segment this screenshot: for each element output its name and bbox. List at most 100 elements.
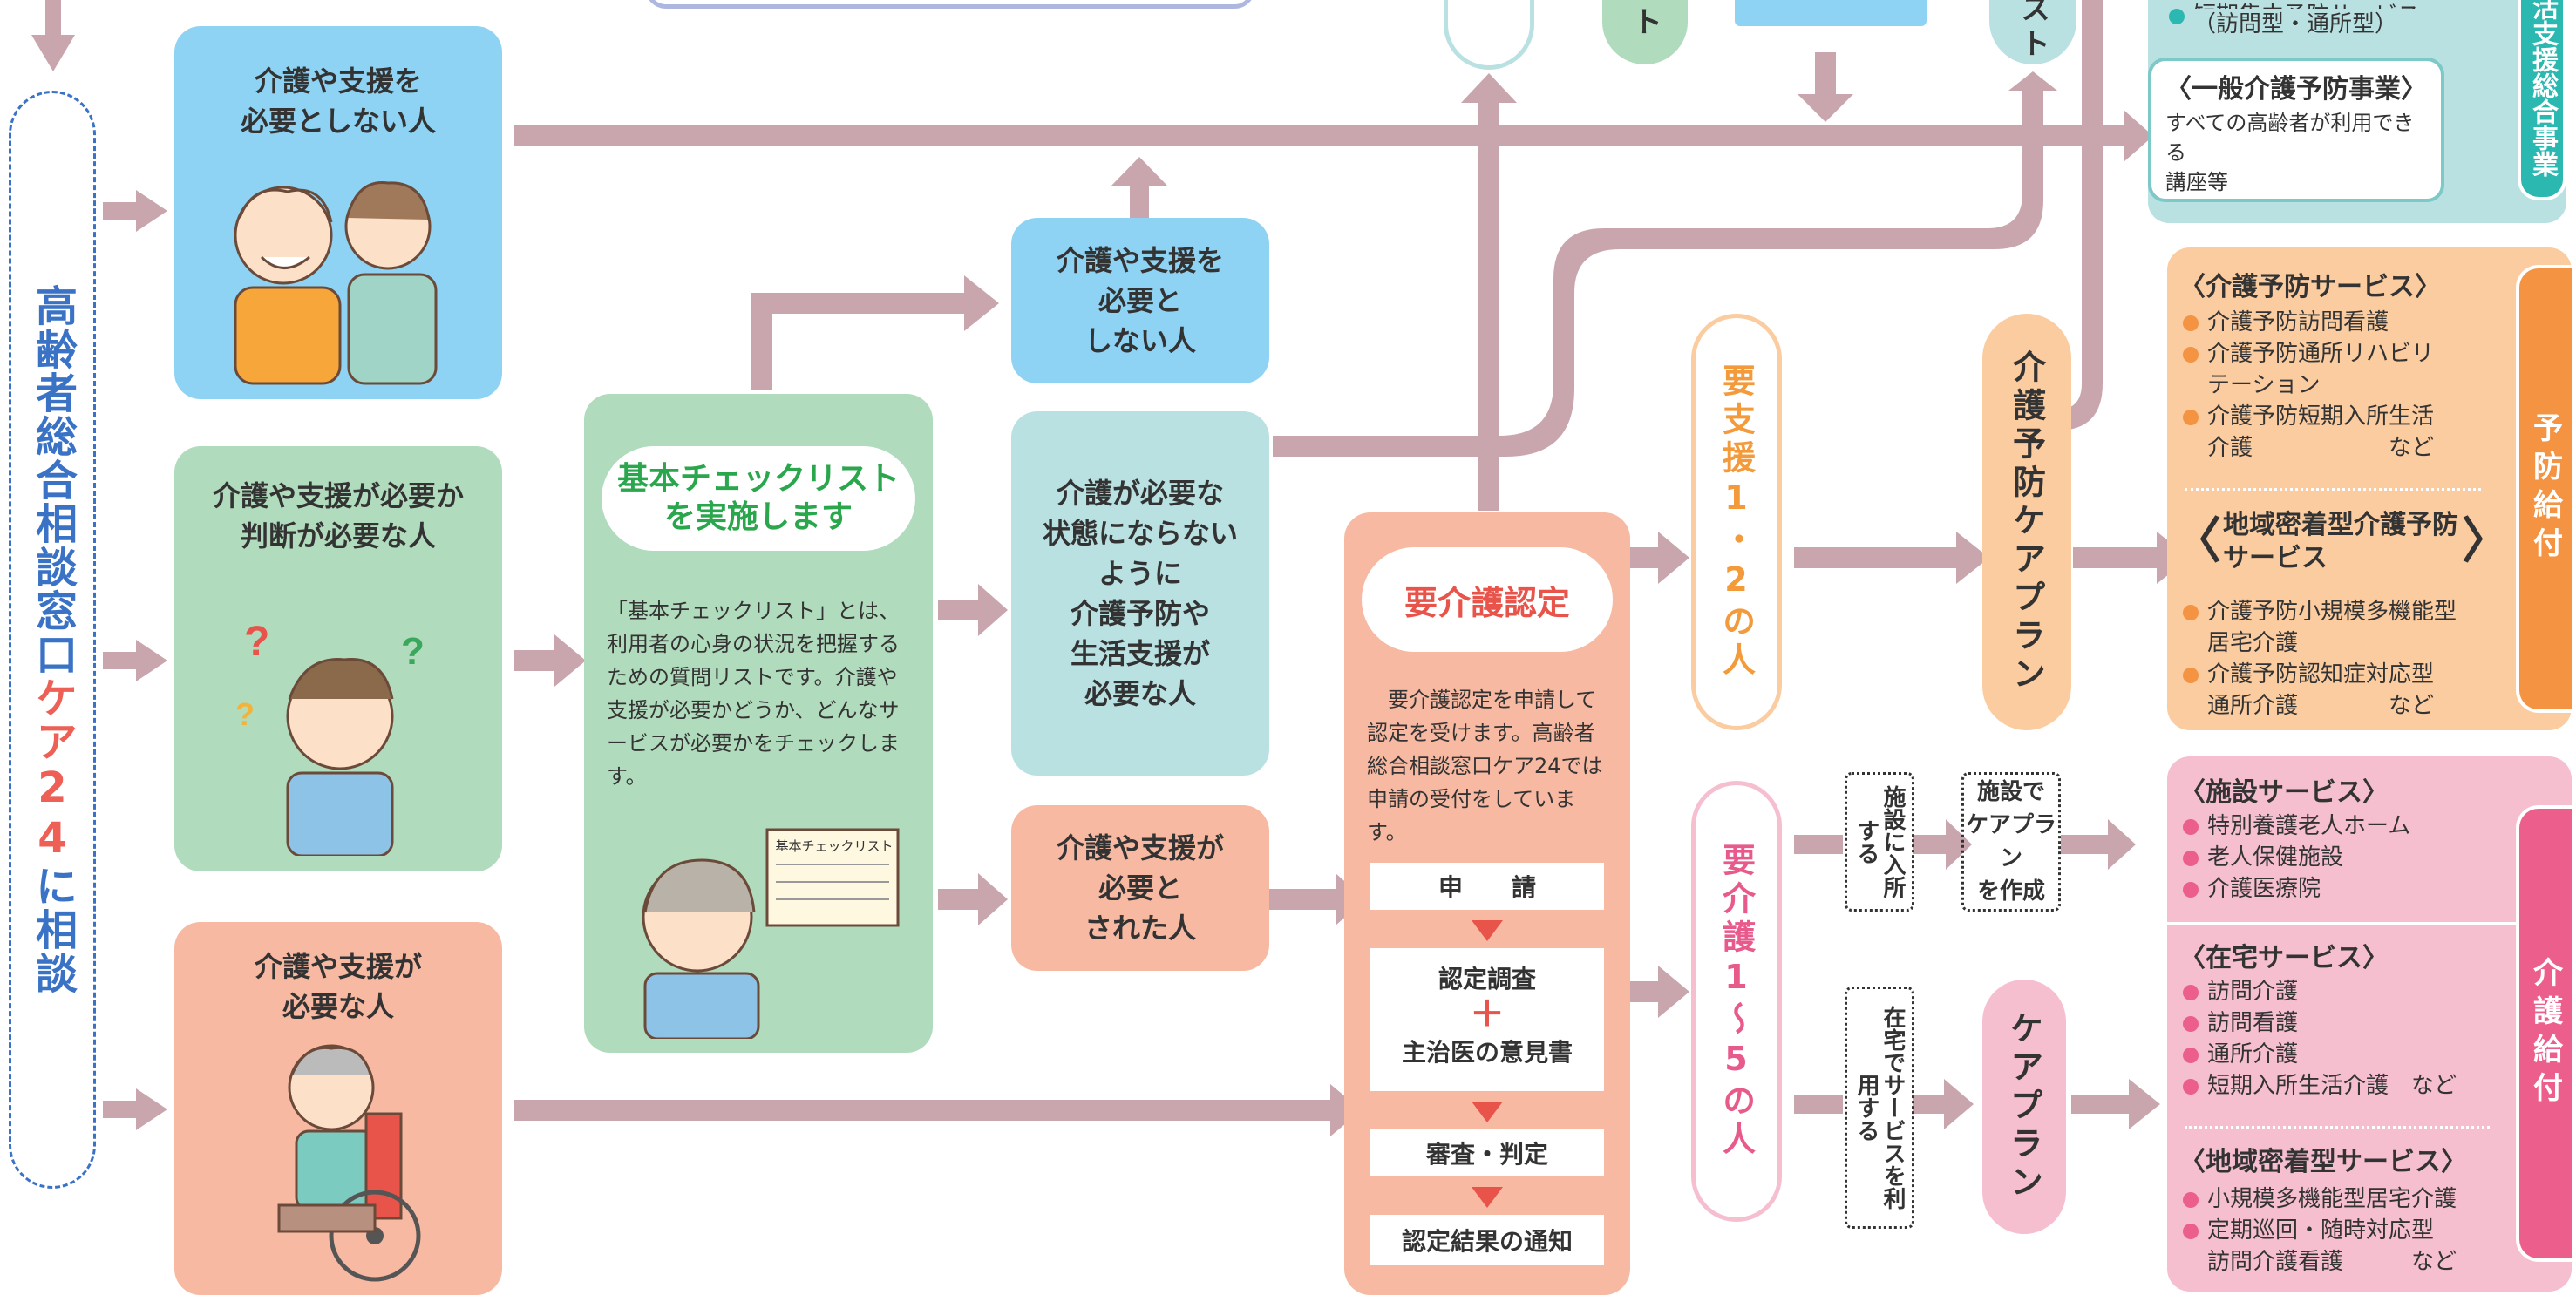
- comprehensive-project-panel: 短期集中予防サービス （訪問型・通所型） 〈一般介護予防事業〉 すべての高齢者が…: [2148, 0, 2566, 223]
- no-need-person-box: 介護や支援を 必要としない人: [174, 26, 502, 399]
- prevention-service-item: 介護予防訪問看護: [2181, 307, 2486, 338]
- step-review: 審査・判定: [1370, 1129, 1604, 1176]
- community-service-title: 〈地域密着型サービス〉: [2179, 1147, 2467, 1177]
- prevention-benefit-panel: 〈介護予防サービス〉 介護予防訪問看護 介護予防通所リハビリテーション 介護予防…: [2167, 247, 2572, 730]
- community-prevention-item: 介護予防小規模多機能型居宅介護: [2181, 596, 2504, 659]
- short-term-service-line2: （訪問型・通所型）: [2193, 11, 2398, 37]
- care-certification-desc: 要介護認定を申請して認定を受けます。高齢者総合相談窓口ケア24では申請の受付をし…: [1367, 688, 1603, 844]
- general-prevention-card: 〈一般介護予防事業〉 すべての高齢者が利用できる 講座等: [2148, 58, 2444, 202]
- facility-service-item: 特別養護老人ホーム: [2181, 810, 2504, 842]
- prevention-service-title: 〈介護予防サービス〉: [2179, 272, 2441, 302]
- step-notice-label: 認定結果の通知: [1401, 1227, 1573, 1256]
- step-arrow-3: [1472, 1187, 1503, 1208]
- svg-text:?: ?: [401, 630, 425, 673]
- prevention-line3: ように: [1098, 557, 1182, 590]
- svg-text:?: ?: [244, 619, 269, 665]
- prevention-divider: [2185, 488, 2481, 491]
- care-benefit-tab-label: 介護給付: [2527, 957, 2563, 1110]
- consult-panel: 高齢者総合相談窓口ケア24に相談: [9, 91, 96, 1189]
- step-doctor-opinion-label: 主治医の意見書: [1401, 1038, 1573, 1067]
- woman-with-checklist-illustration: [642, 828, 900, 1039]
- home-service-box: 在宅でサービスを利用する: [1845, 987, 1914, 1229]
- checklist-description: 「基本チェックリスト」とは、利用者の心身の状況を把握するための質問リストです。介…: [607, 599, 900, 789]
- facility-service-item: 老人保健施設: [2181, 842, 2504, 873]
- community-prevention-title-line2: サービス: [2223, 543, 2328, 573]
- facility-careplan-box: 施設で ケアプラン を作成: [1961, 772, 2061, 912]
- care-benefit-tab: 介護給付: [2516, 805, 2572, 1262]
- facility-service-title: 〈施設サービス〉: [2179, 777, 2389, 808]
- top-partial-label-left: ト: [1627, 6, 1662, 41]
- checklist-title-line2: を実施します: [663, 499, 853, 535]
- community-prevention-item: 介護予防認知症対応型通所介護 など: [2181, 659, 2504, 722]
- consult-suffix-label: に相談: [28, 864, 77, 995]
- care-level-1-5-pill: 要介護1〜5の人: [1691, 781, 1782, 1222]
- puzzled-man-illustration: ? ? ?: [235, 619, 425, 856]
- prevention-benefit-tab: 予防給付: [2516, 265, 2572, 713]
- home-service-item: 短期入所生活介護 など: [2181, 1070, 2504, 1102]
- checklist-title-line1: 基本チェックリスト: [616, 461, 900, 497]
- prevention-line5: 生活支援が: [1070, 637, 1210, 670]
- community-prevention-title-line1: 地域密着型介護予防: [2223, 510, 2458, 540]
- need-person-box: 介護や支援が 必要な人: [174, 922, 502, 1295]
- prevention-line2: 状態にならない: [1042, 517, 1238, 550]
- home-service-item: 通所介護: [2181, 1039, 2504, 1070]
- step-arrow-1: [1472, 920, 1503, 941]
- svg-text:?: ?: [235, 696, 255, 732]
- top-partial-box-left: [645, 0, 1255, 9]
- checklist-box: 基本チェックリスト を実施します 「基本チェックリスト」とは、利用者の心身の状況…: [584, 394, 933, 1053]
- prevention-service-item: 介護予防短期入所生活介護 など: [2181, 401, 2486, 464]
- careplan-label: ケアプラン: [2004, 1011, 2043, 1203]
- top-partial-label-right: リスト: [2015, 0, 2050, 63]
- care-benefit-panel: 〈施設サービス〉 特別養護老人ホーム 老人保健施設 介護医療院 〈在宅サービス〉…: [2167, 756, 2572, 1292]
- short-term-service-line1: 短期集中予防サービス: [2193, 0, 2576, 9]
- prevention-line4: 介護予防や: [1070, 597, 1210, 630]
- checklist-title-ellipse: 基本チェックリスト を実施します: [602, 446, 915, 551]
- prevention-line6: 必要な人: [1084, 677, 1196, 710]
- not-required-line3: しない人: [1084, 324, 1196, 357]
- community-prevention-title: 〈 地域密着型介護予防 サービス 〉: [2172, 510, 2511, 573]
- not-required-line2: 必要と: [1098, 284, 1182, 317]
- short-term-service-item: 短期集中予防サービス （訪問型・通所型）: [2167, 0, 2576, 40]
- community-service-item: 小規模多機能型居宅介護: [2181, 1183, 2512, 1215]
- required-box: 介護や支援が 必要と された人: [1011, 805, 1269, 971]
- step-investigation-label: 認定調査: [1438, 965, 1536, 993]
- required-line1: 介護や支援が: [1056, 831, 1224, 864]
- not-required-line1: 介護や支援を: [1056, 244, 1224, 277]
- home-service-item: 訪問看護: [2181, 1007, 2504, 1039]
- no-need-line2: 必要としない人: [240, 105, 436, 138]
- step-review-label: 審査・判定: [1425, 1140, 1548, 1169]
- home-service-item: 訪問介護: [2181, 976, 2504, 1007]
- consult-window-label: 高齢者総合相談窓口: [28, 284, 77, 676]
- prevention-needed-box: 介護が必要な 状態にならない ように 介護予防や 生活支援が 必要な人: [1011, 411, 1269, 776]
- community-service-item: 定期巡回・随時対応型訪問介護看護 など: [2181, 1215, 2512, 1278]
- prevention-benefit-tab-label: 予防給付: [2527, 412, 2563, 566]
- need-line1: 介護や支援が: [254, 950, 422, 983]
- facility-careplan-line3: を作成: [1976, 878, 2045, 905]
- judge-person-box: 介護や支援が必要か 判断が必要な人 ? ? ?: [174, 446, 502, 871]
- prevention-careplan-pill: 介護予防ケアプラン: [1982, 314, 2071, 730]
- home-service-label: 在宅でサービスを利用する: [1853, 1006, 1906, 1210]
- facility-admission-box: 施設に入所する: [1845, 772, 1914, 912]
- step-apply: 申 請: [1370, 863, 1604, 910]
- facility-service-item: 介護医療院: [2181, 873, 2504, 905]
- facility-careplan-line2: ケアプラン: [1965, 812, 2056, 871]
- facility-admission-label: 施設に入所する: [1853, 785, 1906, 898]
- care-certification-title-text: 要介護認定: [1404, 583, 1570, 622]
- step-investigation: 認定調査 ＋ 主治医の意見書: [1370, 948, 1604, 1091]
- top-partial-pill-a: [1444, 0, 1534, 70]
- required-line3: された人: [1084, 912, 1196, 945]
- home-service-title: 〈在宅サービス〉: [2179, 943, 2389, 973]
- step-arrow-2: [1472, 1102, 1503, 1122]
- general-prevention-desc1: すべての高齢者が利用できる: [2165, 111, 2415, 165]
- support-level-1-2-pill: 要支援1・2の人: [1691, 314, 1782, 730]
- prevention-careplan-label: 介護予防ケアプラン: [2007, 349, 2046, 695]
- care24-label: ケア24: [28, 676, 77, 864]
- prevention-service-item: 介護予防通所リハビリテーション: [2181, 338, 2486, 401]
- need-line2: 必要な人: [282, 990, 394, 1023]
- not-required-box: 介護や支援を 必要と しない人: [1011, 218, 1269, 383]
- comprehensive-project-tab: 活支援総合事業: [2518, 0, 2566, 200]
- general-prevention-desc2: 講座等: [2165, 170, 2228, 194]
- care-certification-title: 要介護認定: [1362, 547, 1613, 652]
- care-certification-box: 要介護認定 要介護認定を申請して認定を受けます。高齢者総合相談窓口ケア24では申…: [1344, 512, 1630, 1295]
